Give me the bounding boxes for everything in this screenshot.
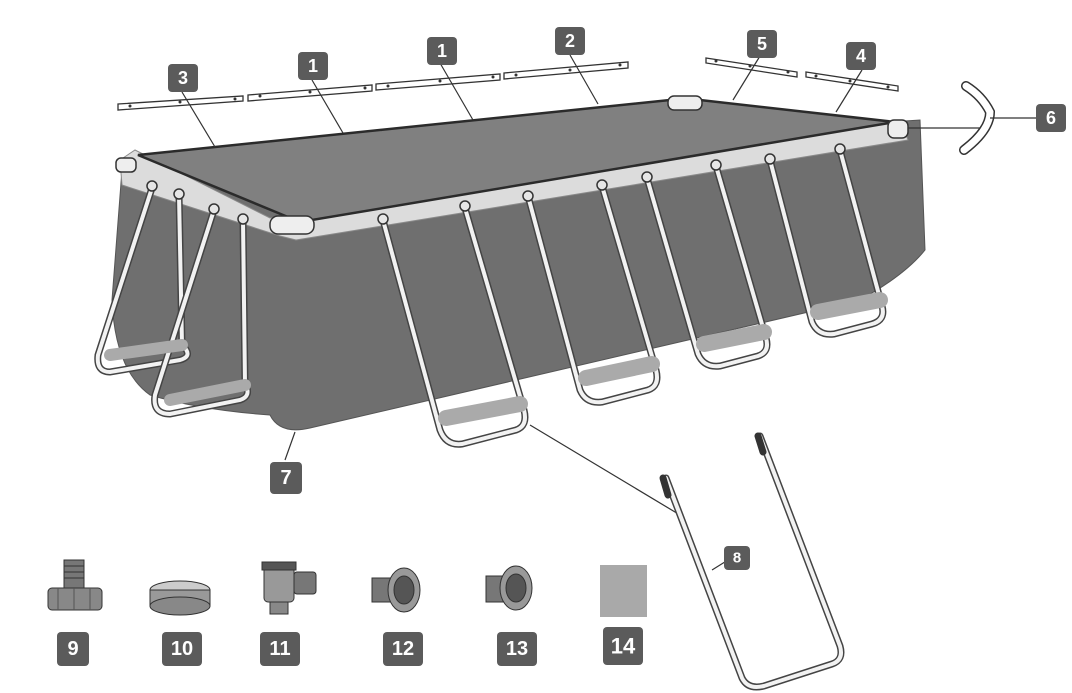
leg-joint-icon [522, 190, 534, 202]
callout-badges: 3 1 1 2 5 4 6 7 8 9 10 11 12 13 14 [57, 27, 1066, 666]
leg-joint-icon [237, 213, 249, 225]
badge-label: 6 [1046, 108, 1056, 128]
rail-part-4 [805, 71, 899, 92]
leg-strap [810, 292, 888, 320]
badge-part-1a: 1 [298, 52, 328, 80]
leg-strap [164, 379, 251, 406]
badge-label: 11 [269, 638, 290, 660]
leg-strap [696, 324, 772, 352]
badge-part-8: 8 [724, 546, 750, 570]
u-leg-front-2 [524, 182, 661, 406]
u-leg-left-1 [94, 184, 191, 376]
loose-u-leg-8 [659, 432, 845, 691]
u-leg-front-1 [379, 204, 529, 448]
badge-label: 9 [67, 638, 78, 660]
badge-part-9: 9 [57, 632, 89, 666]
badge-part-10: 10 [162, 632, 202, 666]
rail-part-5 [705, 57, 798, 78]
leg-strap [578, 356, 660, 386]
valve-icon [261, 561, 317, 615]
badge-part-14: 14 [603, 627, 643, 665]
leg-joint-icon [834, 143, 846, 155]
patch-square-icon [600, 565, 647, 617]
badge-part-1b: 1 [427, 37, 457, 65]
leader-lines [181, 54, 1036, 571]
leg-joint-icon [146, 180, 158, 192]
badge-part-13: 13 [497, 632, 537, 666]
badge-part-2: 2 [555, 27, 585, 55]
leg-joint-icon [764, 153, 776, 165]
threaded-adapter-icon [47, 559, 103, 611]
corner-joint-icon [115, 157, 137, 173]
badge-part-5: 5 [747, 30, 777, 58]
leg-joint-icon [208, 203, 220, 215]
corner-joint-icon [887, 119, 909, 139]
leg-strap [438, 396, 528, 426]
badge-label: 14 [611, 634, 636, 659]
corner-joint-icon [667, 95, 703, 111]
badge-label: 3 [178, 68, 188, 88]
badge-part-6: 6 [1036, 104, 1066, 132]
strainer-connector-icon [371, 567, 421, 613]
u-leg-front-3 [643, 162, 771, 370]
badge-label: 8 [733, 550, 741, 567]
plug-cap-icon [149, 580, 211, 616]
badge-label: 5 [757, 34, 767, 54]
leg-joint-icon [710, 159, 722, 171]
corner-joint-icon [269, 215, 315, 235]
corner-piece-6 [959, 81, 996, 155]
leg-joint-icon [459, 200, 471, 212]
strainer-connector-icon [485, 565, 533, 611]
rail-part-1b [375, 73, 501, 91]
badge-part-12: 12 [383, 632, 423, 666]
badge-label: 7 [280, 467, 291, 489]
badge-part-3: 3 [168, 64, 198, 92]
leg-joint-icon [641, 171, 653, 183]
rail-part-2 [503, 61, 629, 80]
badge-label: 12 [392, 638, 414, 660]
badge-part-4: 4 [846, 42, 876, 70]
u-legs [94, 143, 888, 448]
leg-joint-icon [377, 213, 389, 225]
badge-label: 1 [437, 41, 447, 61]
leg-joint-icon [173, 188, 185, 200]
badge-part-11: 11 [260, 632, 300, 666]
badge-part-7: 7 [270, 462, 302, 494]
rail-parts [117, 57, 996, 155]
badge-label: 1 [308, 56, 318, 76]
badge-label: 13 [506, 638, 528, 660]
badge-label: 2 [565, 31, 575, 51]
leg-joint-icon [596, 179, 608, 191]
liner-surface [137, 98, 896, 224]
u-leg-front-4 [766, 146, 887, 338]
badge-label: 10 [171, 638, 193, 660]
badge-label: 4 [856, 46, 866, 66]
leg-strap [104, 339, 188, 361]
